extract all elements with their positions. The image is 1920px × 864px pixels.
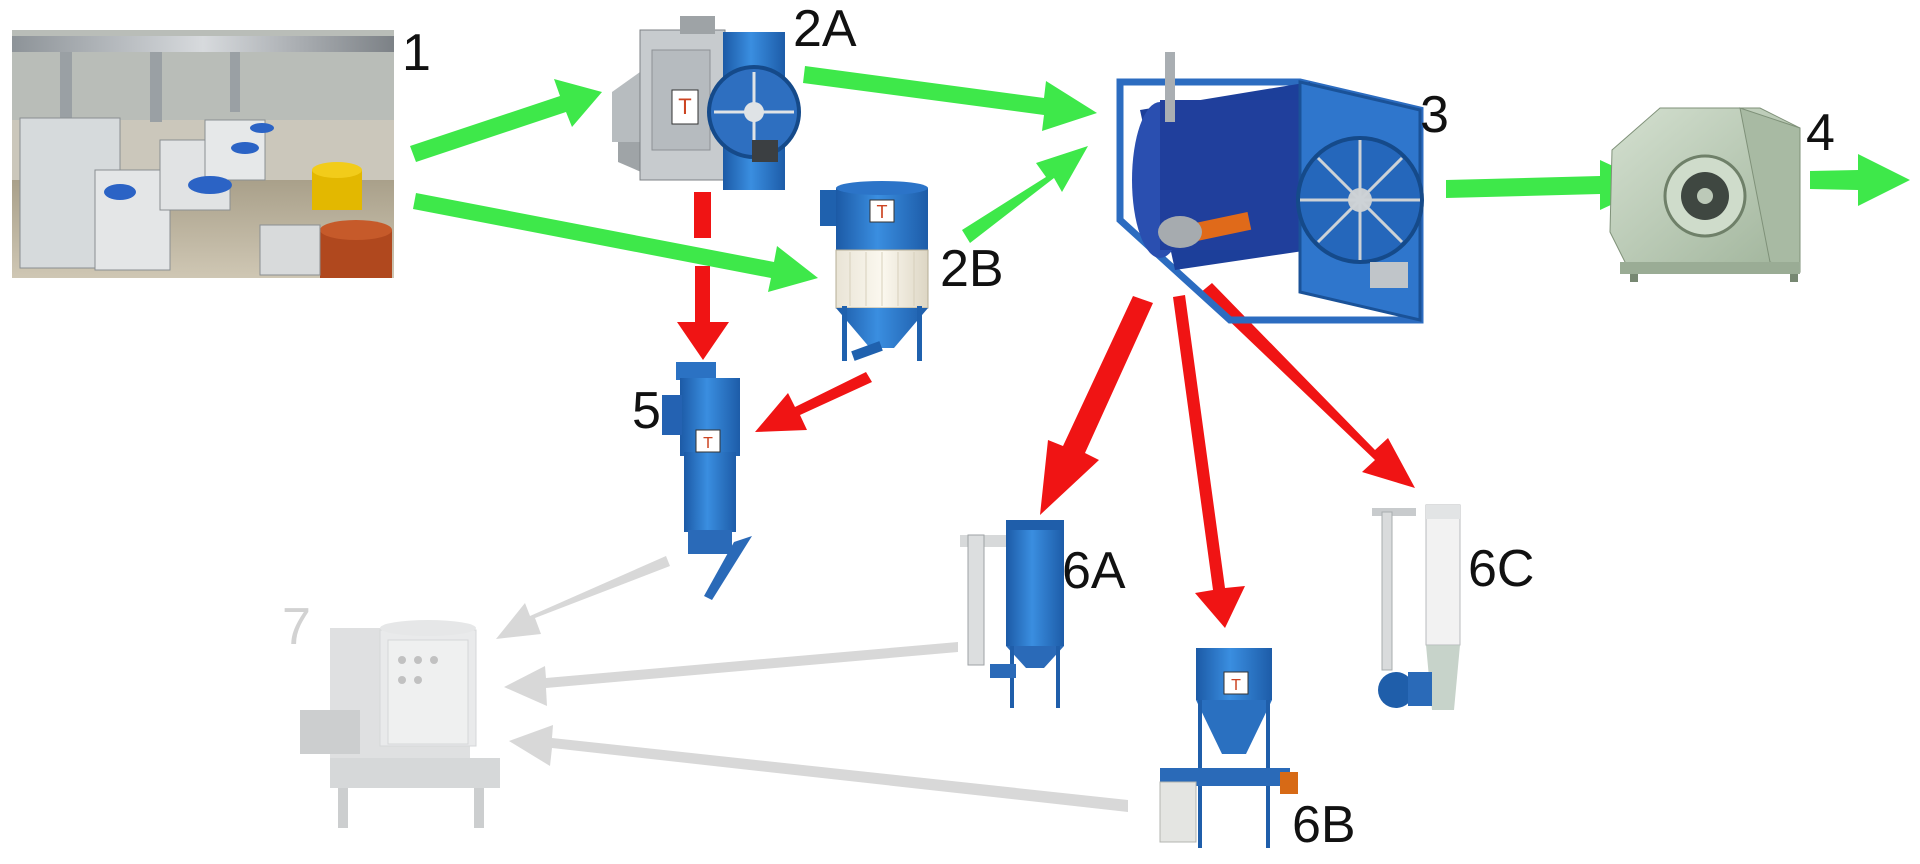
label-node-6a: 6A: [1062, 542, 1126, 600]
arrow-1-to-2a: [410, 79, 602, 162]
arrow-2a-to-3: [803, 66, 1097, 131]
label-node-2a: 2A: [793, 0, 857, 58]
label-node-4: 4: [1806, 104, 1835, 162]
label-node-7: 7: [282, 598, 311, 656]
arrow-2a-to-5: [694, 192, 711, 238]
svg-text:T: T: [703, 435, 713, 452]
inactive-flow-arrows: [496, 556, 1128, 812]
node-2a-drum-prefilter: T: [612, 16, 801, 190]
node-4-centrifugal-fan: [1609, 107, 1801, 282]
arrow-2a-to-5-head: [677, 266, 729, 360]
node-6c-cyclone-collector: [1372, 504, 1461, 710]
air-flow-arrows: [410, 66, 1910, 292]
node-6a-bag-collector: [960, 520, 1064, 708]
node-7-baling-press: [300, 620, 500, 828]
label-node-6c: 6C: [1468, 540, 1534, 598]
label-node-5: 5: [632, 382, 661, 440]
svg-text:T: T: [678, 94, 691, 119]
arrow-3-to-6a: [1040, 296, 1153, 515]
arrow-6a-to-7: [504, 642, 958, 706]
arrow-2b-to-5: [755, 372, 872, 432]
node-6b-screw-collector: T: [1159, 648, 1298, 848]
node-labels: 1 2A 2B 3 4 5 6A 6B 6C 7: [282, 0, 1835, 854]
arrow-3-to-6b: [1173, 295, 1245, 628]
node-3-drum-main-filter: [1116, 52, 1424, 324]
node-2b-cylindrical-prefilter: T: [820, 181, 929, 361]
arrow-4-out: [1810, 154, 1910, 206]
arrow-3-to-4: [1446, 160, 1654, 210]
waste-flow-arrows: [677, 192, 1415, 628]
arrow-3-to-6c: [1200, 283, 1415, 488]
node-1-spinning-mill: [12, 30, 394, 278]
label-node-6b: 6B: [1292, 796, 1356, 854]
label-node-2b: 2B: [940, 240, 1004, 298]
svg-text:T: T: [877, 202, 888, 222]
label-node-1: 1: [402, 24, 431, 82]
arrow-6b-to-7: [509, 725, 1128, 812]
arrow-5-to-7: [496, 556, 670, 639]
node-5-compactor-separator: T: [662, 362, 752, 600]
svg-text:T: T: [1231, 677, 1241, 694]
label-node-3: 3: [1420, 86, 1449, 144]
arrow-1-to-2b: [413, 193, 818, 292]
arrow-2b-to-3: [962, 146, 1088, 243]
